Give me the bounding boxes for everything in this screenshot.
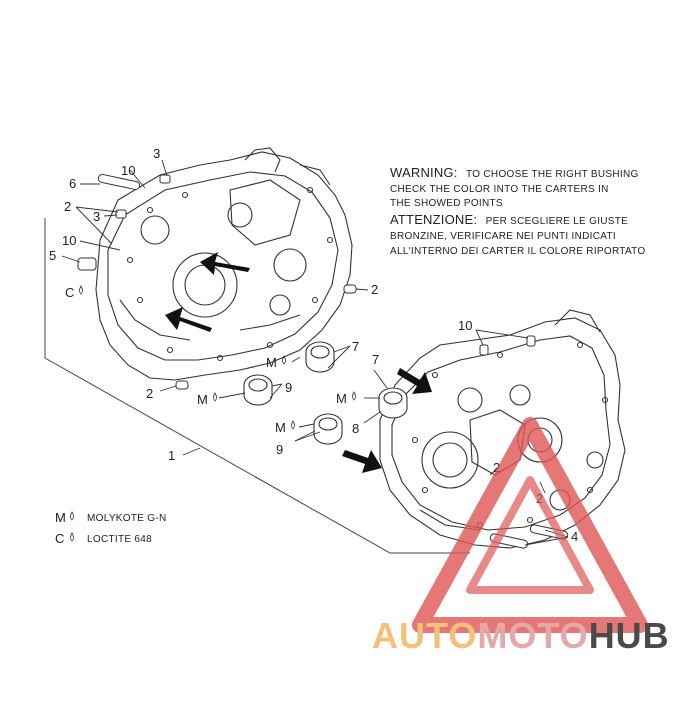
warning-block: WARNING: TO CHOOSE THE RIGHT BUSHING CHE… — [390, 164, 646, 257]
attenzione-line-1: ATTENZIONE: PER SCEGLIERE LE GIUSTE — [390, 211, 628, 228]
callout-9-right: 9 — [276, 442, 283, 457]
callout-10-left: 10 — [62, 233, 76, 248]
watermark-triangle-inner — [466, 476, 594, 594]
callout-3-left: 3 — [93, 209, 100, 224]
callout-2-bottom: 2 — [146, 386, 153, 401]
drop-icon — [79, 285, 83, 295]
watermark-moto: MOTO — [477, 615, 588, 656]
callout-numbers: 3 10 6 2 3 10 5 2 2 7 9 7 8 9 10 2 2 4 1 — [49, 146, 578, 544]
callout-2-mid: 2 — [371, 282, 378, 297]
legend-m-symbol: M — [55, 510, 66, 525]
watermark: AUTOMOTOHUB — [372, 417, 670, 656]
callout-5: 5 — [49, 248, 56, 263]
svg-text:AUTOMOTOHUB: AUTOMOTOHUB — [372, 615, 670, 656]
legend: M MOLYKOTE G-N C LOCTITE 648 — [55, 510, 167, 546]
callout-10-top: 10 — [121, 163, 135, 178]
drop-icon — [291, 420, 295, 430]
drop-icon — [282, 355, 286, 365]
drop-icon — [213, 392, 217, 402]
drop-icon — [352, 391, 356, 401]
arrow-left-lower — [165, 307, 212, 332]
bushing-parts — [243, 341, 408, 445]
arrow-right-upper — [397, 368, 432, 394]
arrow-right-lower — [342, 450, 382, 473]
molykote-marker-1: M — [266, 355, 277, 370]
legend-c-symbol: C — [55, 531, 64, 546]
attenzione-line-3: ALL'INTERNO DEI CARTER IL COLORE RIPORTA… — [390, 246, 646, 257]
callout-7-left: 7 — [352, 339, 359, 354]
indicator-arrows — [165, 252, 432, 473]
watermark-triangle-outer — [412, 417, 648, 633]
callout-8: 8 — [352, 421, 359, 436]
callout-2-right-a: 2 — [493, 460, 500, 475]
right-crankcase-half — [379, 309, 626, 549]
callout-3-top: 3 — [153, 146, 160, 161]
lubricant-markers: C M M M M — [65, 285, 356, 435]
callout-6: 6 — [69, 176, 76, 191]
legend-m-text: MOLYKOTE G-N — [87, 513, 167, 524]
bushing-lower-left — [243, 374, 273, 406]
callout-9-left: 9 — [285, 380, 292, 395]
drop-icon — [70, 511, 74, 521]
callout-4: 4 — [571, 529, 578, 544]
warning-line-1: WARNING: TO CHOOSE THE RIGHT BUSHING — [390, 164, 639, 181]
loctite-marker: C — [65, 285, 74, 300]
watermark-auto: AUTO — [372, 615, 477, 656]
watermark-hub: HUB — [589, 615, 670, 656]
bushing-9-right — [313, 413, 343, 445]
bushing-upper-left — [305, 341, 335, 373]
callout-7-right: 7 — [372, 352, 379, 367]
molykote-marker-2: M — [197, 392, 208, 407]
molykote-marker-4: M — [275, 420, 286, 435]
assembly-bracket — [44, 218, 470, 554]
callout-2-left: 2 — [64, 199, 71, 214]
molykote-marker-3: M — [336, 391, 347, 406]
legend-c-text: LOCTITE 648 — [87, 534, 152, 545]
callout-10-right: 10 — [458, 318, 472, 333]
drop-icon — [70, 532, 74, 542]
attenzione-line-2: BRONZINE, VERIFICARE NEI PUNTI INDICATI — [390, 231, 616, 242]
warning-line-3: THE SHOWED POINTS — [390, 198, 503, 209]
warning-line-2: CHECK THE COLOR INTO THE CARTERS IN — [390, 184, 609, 195]
bushing-7-8 — [378, 387, 408, 419]
arrow-left-upper — [200, 252, 250, 275]
callout-1: 1 — [168, 448, 175, 463]
